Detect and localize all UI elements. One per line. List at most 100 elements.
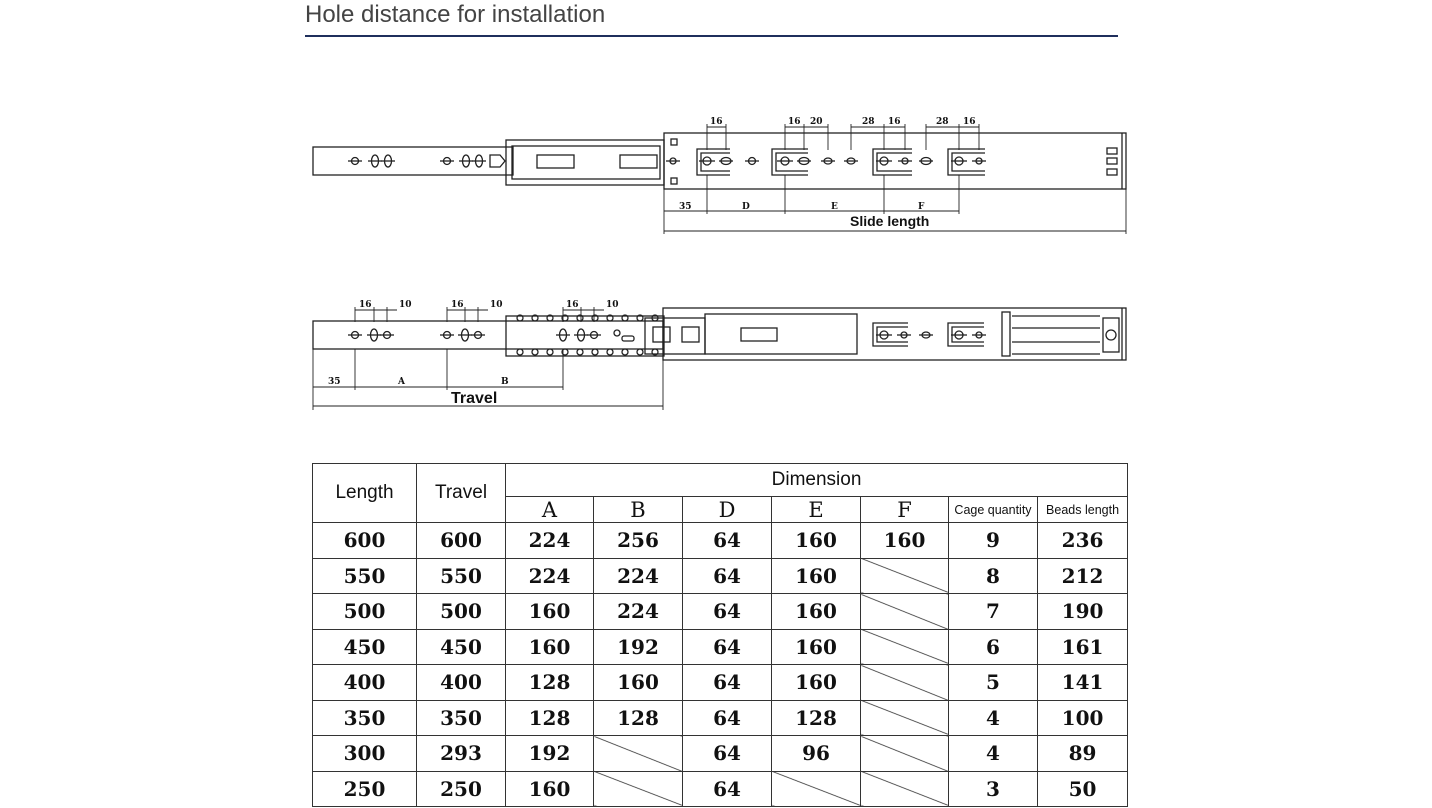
page-heading: Hole distance for installation (305, 1, 606, 28)
cell-travel: 350 (416, 699, 506, 736)
cell-travel: 450 (416, 628, 506, 665)
dim-top-7: 16 (963, 117, 976, 127)
cell-length: 350 (312, 699, 417, 736)
cell-b: 192 (593, 628, 683, 665)
cell-b: 256 (593, 522, 683, 559)
cell-beads: 141 (1036, 664, 1129, 701)
cell-a: 160 (505, 593, 594, 630)
cell-length: 600 (312, 522, 417, 559)
inner-member-holes-top (348, 154, 506, 168)
cell-f (860, 735, 949, 772)
cell-e: 160 (771, 557, 861, 594)
cell-f (860, 770, 949, 807)
cell-d: 64 (682, 770, 772, 807)
dim-D: D (742, 202, 750, 212)
cell-b: 224 (593, 557, 683, 594)
cell-cage: 7 (948, 593, 1038, 630)
cell-length: 500 (312, 593, 417, 630)
dim-top-6: 28 (936, 117, 949, 127)
cell-f (860, 557, 949, 594)
dim-bot-5: 16 (566, 300, 579, 310)
travel-label: Travel (451, 390, 497, 407)
cell-beads: 212 (1036, 557, 1129, 594)
cell-d: 64 (682, 699, 772, 736)
dim-bot-4: 10 (490, 300, 503, 310)
cell-beads: 236 (1036, 522, 1129, 559)
cell-travel: 250 (416, 770, 506, 807)
cell-length: 450 (312, 628, 417, 665)
dim-top-2: 16 (788, 117, 801, 127)
dim-bot-6: 10 (606, 300, 619, 310)
cell-cage: 4 (948, 699, 1038, 736)
cell-e: 160 (771, 628, 861, 665)
cell-cage: 8 (948, 557, 1038, 594)
cell-beads: 161 (1036, 628, 1129, 665)
cell-cage: 6 (948, 628, 1038, 665)
cell-e: 160 (771, 664, 861, 701)
cell-d: 64 (682, 557, 772, 594)
cell-e: 128 (771, 699, 861, 736)
cell-travel: 550 (416, 557, 506, 594)
dim-F: F (918, 202, 925, 212)
cell-travel: 400 (416, 664, 506, 701)
cell-length: 550 (312, 557, 417, 594)
cell-b: 160 (593, 664, 683, 701)
cell-f (860, 699, 949, 736)
dimension-table: Length Travel Dimension A B D E F Cage q… (312, 463, 1129, 807)
cell-beads: 89 (1036, 735, 1129, 772)
cell-e: 160 (771, 522, 861, 559)
dim-35-top: 35 (679, 202, 692, 212)
cell-a: 128 (505, 699, 594, 736)
cell-a: 224 (505, 557, 594, 594)
cell-travel: 293 (416, 735, 506, 772)
cell-f: 160 (860, 522, 949, 559)
cell-f (860, 593, 949, 630)
cell-a: 160 (505, 628, 594, 665)
cell-a: 128 (505, 664, 594, 701)
slide-technical-drawing: 16 16 20 28 16 28 16 35 D E F Slide leng… (312, 117, 1127, 410)
cell-b: 224 (593, 593, 683, 630)
col-A-header: A (505, 496, 594, 523)
dim-top-3: 20 (810, 117, 823, 127)
col-B-header: B (593, 496, 683, 523)
cell-d: 64 (682, 664, 772, 701)
cell-d: 64 (682, 628, 772, 665)
cell-cage: 4 (948, 735, 1038, 772)
col-travel-header: Travel (416, 463, 506, 523)
cell-a: 192 (505, 735, 594, 772)
col-length-header: Length (312, 463, 417, 523)
col-dimension-header: Dimension (504, 463, 1129, 497)
bearing-balls-row (516, 314, 659, 356)
cell-cage: 3 (948, 770, 1038, 807)
cell-length: 250 (312, 770, 417, 807)
col-E-header: E (771, 496, 861, 523)
cell-e: 96 (771, 735, 861, 772)
cell-beads: 190 (1036, 593, 1129, 630)
dim-bot-2: 10 (399, 300, 412, 310)
cell-length: 300 (312, 735, 417, 772)
cell-cage: 5 (948, 664, 1038, 701)
cell-d: 64 (682, 593, 772, 630)
cell-b (593, 770, 683, 807)
dim-bot-3: 16 (451, 300, 464, 310)
cell-d: 64 (682, 735, 772, 772)
cell-b (593, 735, 683, 772)
slide-length-label: Slide length (850, 213, 929, 229)
heading-underline (305, 35, 1118, 37)
dim-35-bottom: 35 (328, 377, 341, 387)
cell-cage: 9 (948, 522, 1038, 559)
dim-B: B (501, 377, 509, 387)
cell-b: 128 (593, 699, 683, 736)
cell-e: 160 (771, 593, 861, 630)
col-F-header: F (860, 496, 949, 523)
dim-top-1: 16 (710, 117, 723, 127)
col-D-header: D (682, 496, 772, 523)
cell-f (860, 664, 949, 701)
